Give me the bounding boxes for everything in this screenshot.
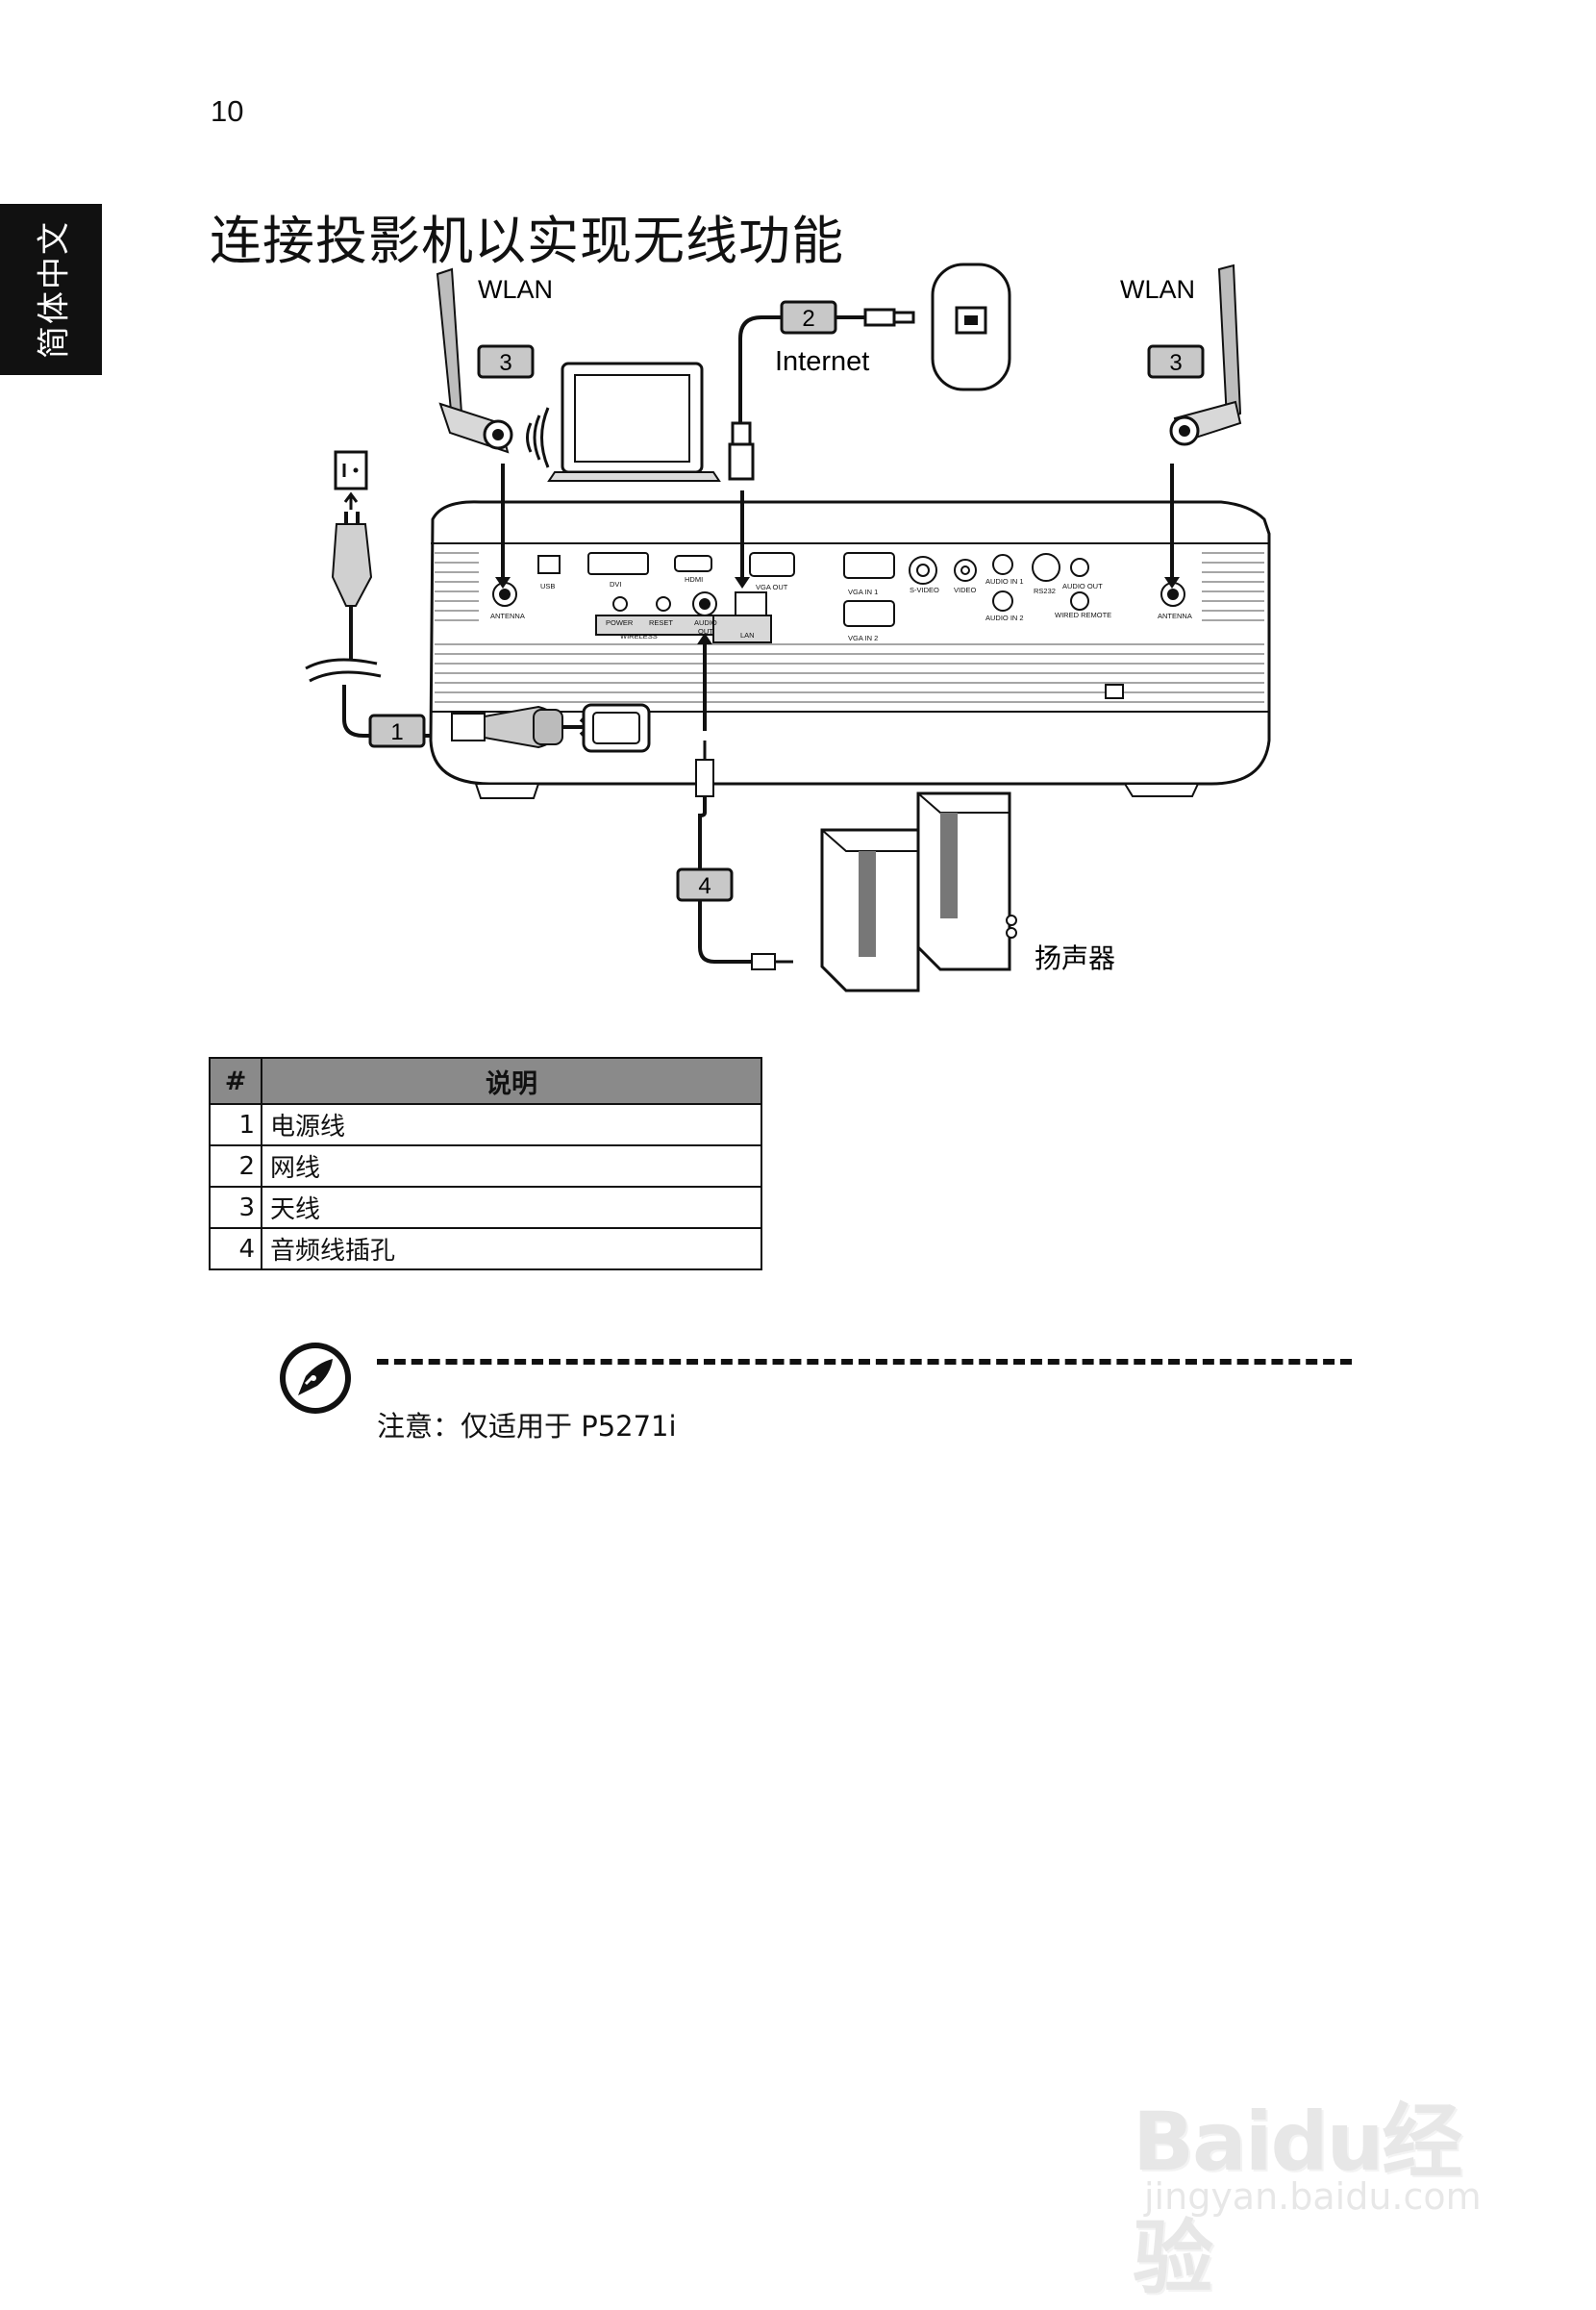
note-divider [377,1359,1352,1365]
arrowhead-antenna-right [1164,577,1180,589]
callout-4: 4 [676,867,734,902]
power-connector-icon [451,703,651,753]
wlan-left-label: WLAN [478,275,553,304]
callout-1: 1 [368,714,426,748]
table-cell-number: 2 [209,1144,262,1188]
power-outlet-icon [334,450,368,510]
table-cell-description: 天线 [261,1186,762,1229]
wireless-signal-icon [526,407,550,468]
port-label-usb: USB [540,582,555,590]
port-label-lan: LAN [740,631,755,640]
arrowhead-lan [735,577,750,589]
internet-label: Internet [775,346,869,377]
table-header-number: # [209,1057,262,1105]
callout-1-label: 1 [390,719,403,745]
left-antenna-icon [436,267,513,454]
table-row: 1 电源线 [209,1103,762,1146]
power-plug-icon [331,512,373,607]
wlan-right-label: WLAN [1120,275,1195,304]
port-label-audio-in-2: AUDIO IN 2 [985,614,1024,622]
arrowhead-audio-out [697,633,712,644]
connection-diagram: WLAN WLAN [305,263,1271,992]
legend-table: # 说明 1 电源线 2 网线 3 天线 4 音频线插孔 [209,1057,762,1270]
port-label-vga-in-2: VGA IN 2 [848,634,878,642]
port-label-power: POWER [606,618,634,627]
table-cell-description: 网线 [261,1144,762,1188]
page-number: 10 [211,94,244,128]
table-cell-number: 4 [209,1227,262,1270]
power-cable [305,606,452,738]
callout-3-right-label: 3 [1169,350,1182,376]
table-cell-number: 3 [209,1186,262,1229]
port-label-audio-out-top: AUDIO [694,618,717,627]
port-label-audio-out-bottom: OUT [698,627,713,636]
port-label-wireless: WIRELESS [620,632,658,640]
port-label-rs232: RS232 [1034,587,1056,595]
ethernet-wall-jack-icon [931,263,1011,391]
port-label-audio-out-right: AUDIO OUT [1062,582,1103,590]
watermark-url: jingyan.baidu.com [1144,2175,1482,2218]
port-label-hdmi: HDMI [685,575,703,584]
right-antenna-icon [1169,264,1242,446]
table-header-description: 说明 [261,1057,762,1105]
callout-3-right: 3 [1147,344,1205,379]
port-label-vga-out: VGA OUT [756,583,788,591]
table-cell-number: 1 [209,1103,262,1146]
table-row: 4 音频线插孔 [209,1227,762,1270]
projector-rear-panel [429,500,1271,799]
table-cell-description: 音频线插孔 [261,1227,762,1270]
speaker-label: 扬声器 [1035,943,1115,973]
port-label-reset: RESET [649,618,673,627]
port-label-vga-in-1: VGA IN 1 [848,588,878,596]
table-row: 3 天线 [209,1186,762,1229]
baidu-watermark: Baidu经验 jingyan.baidu.com [1115,2039,1519,2305]
port-label-dvi: DVI [610,580,622,589]
callout-3-left-label: 3 [499,350,511,376]
table-header-row: # 说明 [209,1057,762,1105]
port-label-antenna-right: ANTENNA [1158,612,1192,620]
callout-2-label: 2 [802,306,814,332]
port-label-wired-remote: WIRED REMOTE [1055,611,1111,619]
table-cell-description: 电源线 [261,1103,762,1146]
port-label-video: VIDEO [954,586,977,594]
callout-2: 2 [780,300,837,335]
watermark-brand: Baidu经验 [1133,2095,1462,2305]
note-text: 注意：仅适用于 P5271i [377,1410,677,1443]
arrowhead-antenna-left [495,577,511,589]
speakers-icon [820,791,1017,992]
port-label-antenna-left: ANTENNA [490,612,525,620]
language-side-tab: 简体中文 [0,204,102,375]
port-label-s-video: S-VIDEO [910,586,939,594]
laptop-icon [547,362,721,482]
callout-4-label: 4 [698,873,711,899]
rj45-connector-icon [728,308,915,481]
port-label-audio-in-1: AUDIO IN 1 [985,577,1024,586]
table-row: 2 网线 [209,1144,762,1188]
callout-3-left: 3 [477,344,535,379]
projector-ports [492,552,1185,643]
section-heading: 连接投影机以实现无线功能 [210,211,844,271]
note-pen-icon [280,1343,351,1414]
